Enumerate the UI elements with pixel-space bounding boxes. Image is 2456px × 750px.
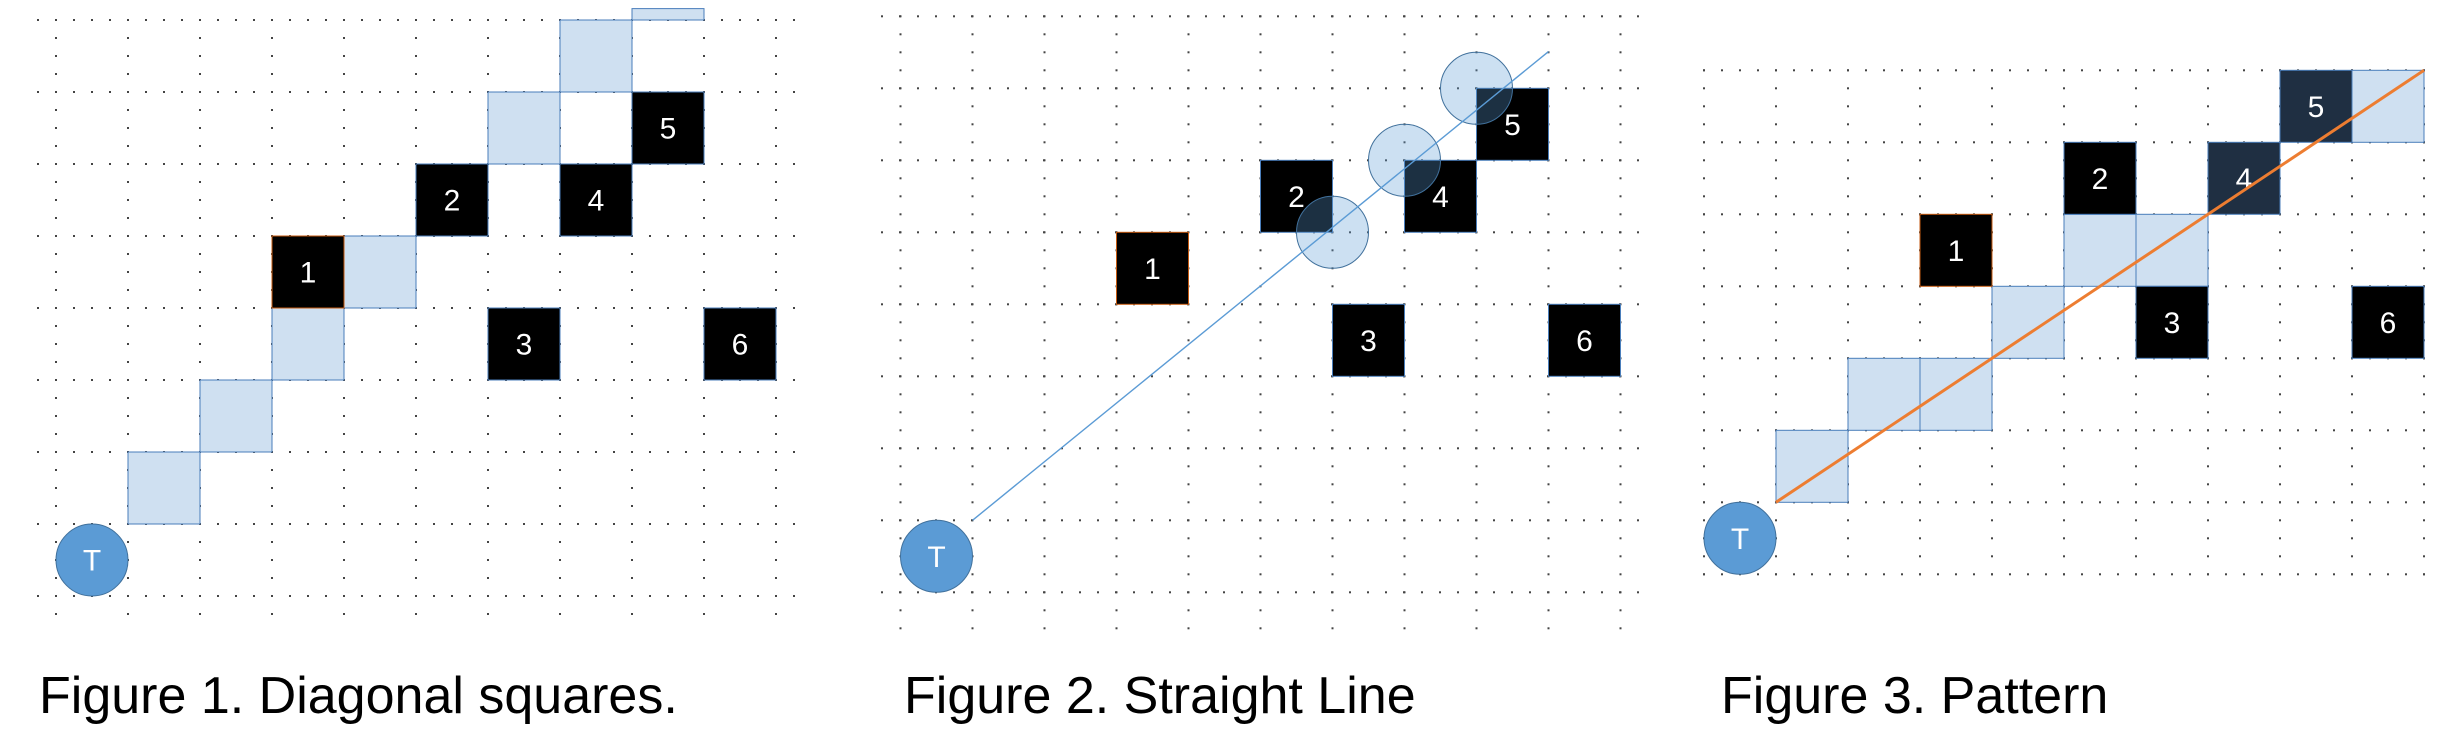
- numbered-square-5: 5: [2279, 69, 2353, 143]
- highlighted-cell: [199, 379, 273, 453]
- sample-circle: [1296, 195, 1369, 269]
- square-number: 6: [732, 329, 749, 362]
- highlighted-cell: [631, 8, 705, 21]
- square-number: 4: [588, 185, 605, 218]
- highlighted-cell: [127, 451, 201, 525]
- figure-2: 1 2 3 4 5 6T Figure 2. Straight Line: [881, 15, 1639, 725]
- square-number: 3: [516, 329, 533, 362]
- figure-caption: Figure 1. Diagonal squares.: [39, 667, 678, 725]
- numbered-square-6: 6: [2351, 285, 2425, 359]
- square-number: 2: [1288, 181, 1305, 214]
- figure-caption: Figure 2. Straight Line: [904, 667, 1416, 725]
- numbered-square-5: 5: [1476, 87, 1549, 161]
- token-label: T: [1731, 523, 1749, 556]
- numbered-square-1: 1: [1116, 231, 1189, 305]
- numbered-square-1: 1: [1919, 213, 1993, 287]
- numbered-square-2: 2: [1260, 159, 1333, 233]
- square-number: 2: [2092, 163, 2109, 196]
- square-number: 4: [1432, 181, 1449, 214]
- numbered-square-3: 3: [2135, 285, 2209, 359]
- highlighted-cell: [2135, 213, 2209, 287]
- square-number: 3: [1360, 325, 1377, 358]
- numbered-square-4: 4: [559, 163, 633, 237]
- highlighted-cell: [343, 235, 417, 309]
- square-number: 1: [300, 257, 317, 290]
- path-line: [972, 51, 1549, 521]
- figure-3: 1 2 3 45 6T Figure 3. Pattern: [1703, 69, 2425, 725]
- highlighted-cell: [559, 19, 633, 93]
- highlighted-cell: [271, 307, 345, 381]
- token-t: T: [1703, 501, 1777, 575]
- square-number: 6: [1576, 325, 1593, 358]
- token-t: T: [900, 519, 973, 593]
- square-number: 5: [660, 113, 677, 146]
- square-number: 1: [1948, 235, 1965, 268]
- square-number: 1: [1144, 253, 1161, 286]
- token-label: T: [83, 545, 101, 578]
- numbered-square-1: 1: [271, 235, 345, 309]
- numbered-square-3: 3: [1332, 303, 1405, 377]
- numbered-square-6: 6: [703, 307, 777, 381]
- square-number: 6: [2380, 307, 2397, 340]
- highlighted-cell: [1919, 357, 1993, 431]
- square-number: 3: [2164, 307, 2181, 340]
- numbered-square-5: 5: [631, 91, 705, 165]
- square-number: 5: [2308, 91, 2325, 124]
- token-t: T: [55, 523, 129, 597]
- highlighted-cell: [1847, 357, 1921, 431]
- sample-circle: [1368, 123, 1441, 197]
- highlighted-cell: [487, 91, 561, 165]
- path-line: [1775, 69, 2425, 504]
- square-number: 5: [1504, 109, 1521, 142]
- numbered-square-2: 2: [415, 163, 489, 237]
- figure-1: 1 2 3 4 5 6T Figure 1. Diagonal squares.: [37, 8, 795, 725]
- highlighted-cell: [1775, 429, 1849, 503]
- numbered-square-3: 3: [487, 307, 561, 381]
- highlighted-cell: [1991, 285, 2065, 359]
- sample-circle: [1440, 51, 1513, 125]
- numbered-square-4: 4: [2207, 141, 2281, 215]
- highlighted-cell: [2063, 213, 2137, 287]
- figure-caption: Figure 3. Pattern: [1721, 667, 2108, 725]
- token-label: T: [927, 541, 945, 574]
- square-number: 2: [444, 185, 461, 218]
- numbered-square-6: 6: [1548, 303, 1621, 377]
- highlighted-cell: [2351, 69, 2425, 143]
- numbered-square-2: 2: [2063, 141, 2137, 215]
